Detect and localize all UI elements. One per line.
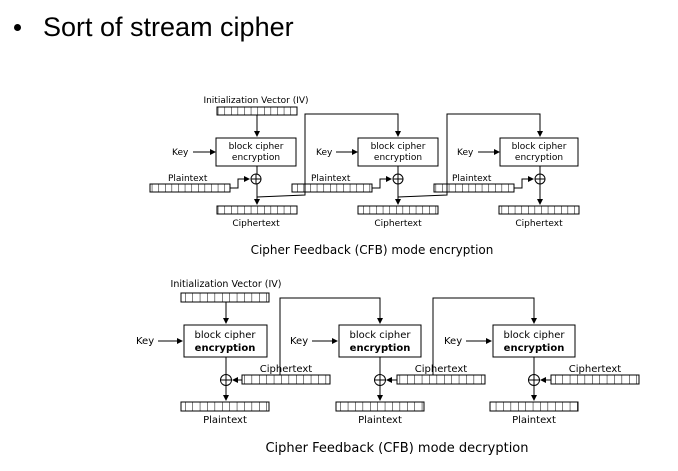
- enc-plaintext-label-3: Plaintext: [452, 174, 492, 184]
- enc-stage-3: Key block cipher encryption Plaintext Ci…: [433, 137, 580, 229]
- enc-block-line1-3: block cipher: [512, 142, 567, 152]
- dec-stage-3: Key block cipher encryption Ciphertext P…: [444, 324, 640, 426]
- enc-ciphertext-label-3: Ciphertext: [515, 219, 563, 229]
- enc-block-cipher-3: [499, 137, 579, 167]
- enc-block-line2-1: encryption: [232, 153, 280, 163]
- dec-caption: Cipher Feedback (CFB) mode decryption: [265, 441, 528, 456]
- dec-ciphertext-label-3: Ciphertext: [569, 364, 622, 375]
- dec-feedback-arrow-1: [279, 297, 381, 375]
- dec-stage-1: Key block cipher encryption Ciphertext P…: [136, 324, 331, 426]
- enc-feedback-arrow-2: [397, 113, 541, 198]
- enc-caption: Cipher Feedback (CFB) mode encryption: [251, 243, 494, 257]
- enc-block-line1-2: block cipher: [371, 142, 426, 152]
- enc-key-label-1: Key: [172, 148, 189, 158]
- enc-key-label-3: Key: [457, 148, 474, 158]
- dec-iv-register: [180, 292, 270, 303]
- dec-block-line2-3: encryption: [504, 343, 565, 354]
- dec-block-line1-1: block cipher: [195, 330, 257, 341]
- bullet-icon: [14, 24, 21, 31]
- dec-plaintext-label-3: Plaintext: [512, 415, 556, 426]
- enc-block-cipher-2: [357, 137, 439, 167]
- bullet-item: Sort of stream cipher: [14, 12, 294, 43]
- bullet-text: Sort of stream cipher: [43, 12, 294, 42]
- dec-plaintext-label-2: Plaintext: [358, 415, 402, 426]
- dec-ciphertext-label-1: Ciphertext: [260, 364, 313, 375]
- dec-iv-label: Initialization Vector (IV): [171, 279, 282, 290]
- dec-block-line1-3: block cipher: [504, 330, 566, 341]
- enc-ciphertext-label-1: Ciphertext: [232, 219, 280, 229]
- dec-block-line2-1: encryption: [195, 343, 256, 354]
- dec-block-cipher-3: [492, 324, 576, 358]
- enc-block-cipher-1: [215, 137, 297, 167]
- dec-key-label-2: Key: [290, 336, 308, 347]
- dec-key-label-3: Key: [444, 336, 462, 347]
- enc-plaintext-label-2: Plaintext: [311, 174, 351, 184]
- dec-block-cipher-2: [338, 324, 422, 358]
- enc-iv-label: Initialization Vector (IV): [203, 96, 308, 106]
- encryption-diagram: Initialization Vector (IV) Key block cip…: [149, 96, 580, 257]
- enc-feedback-arrow-1: [256, 113, 399, 198]
- enc-iv-register: [216, 106, 298, 116]
- enc-plaintext-label-1: Plaintext: [168, 174, 208, 184]
- enc-ciphertext-label-2: Ciphertext: [374, 219, 422, 229]
- dec-plaintext-label-1: Plaintext: [203, 415, 247, 426]
- dec-block-cipher-1: [183, 324, 268, 358]
- dec-feedback-arrow-2: [432, 297, 535, 375]
- enc-block-line2-2: encryption: [374, 153, 422, 163]
- dec-ciphertext-label-2: Ciphertext: [415, 364, 468, 375]
- enc-block-line1-1: block cipher: [229, 142, 284, 152]
- dec-block-line1-2: block cipher: [350, 330, 412, 341]
- enc-stage-2: Key block cipher encryption Plaintext Ci…: [291, 137, 439, 229]
- dec-key-label-1: Key: [136, 336, 154, 347]
- enc-key-label-2: Key: [316, 148, 333, 158]
- enc-stage-1: Key block cipher encryption Plaintext Ci…: [149, 137, 298, 229]
- dec-block-line2-2: encryption: [350, 343, 411, 354]
- decryption-diagram: Initialization Vector (IV) Key block cip…: [136, 279, 640, 456]
- dec-stage-2: Key block cipher encryption Ciphertext P…: [290, 324, 486, 426]
- enc-block-line2-3: encryption: [515, 153, 563, 163]
